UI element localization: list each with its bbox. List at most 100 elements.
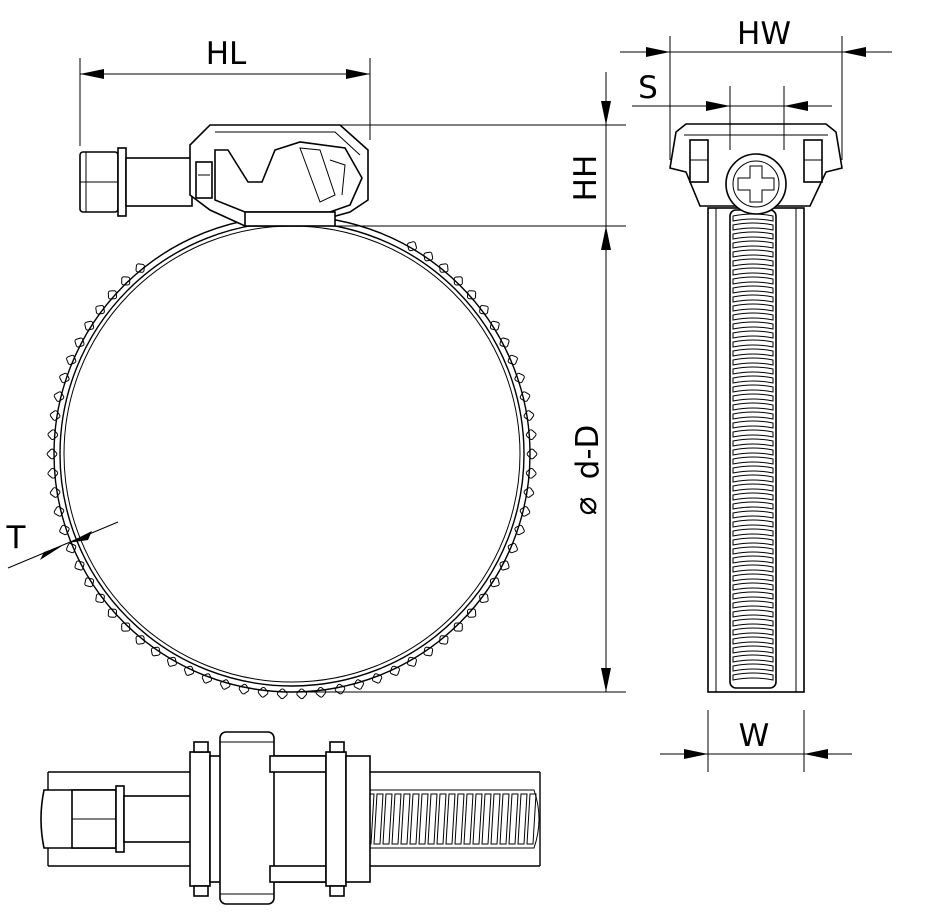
thread-rib [732,519,774,528]
thread-rib [732,420,774,429]
thread-rib [732,222,774,231]
serration-tooth [121,622,131,632]
serration-tooth [53,506,65,517]
serration-tooth [407,656,417,667]
thread-rib [732,627,774,636]
thread-rib [732,672,774,681]
thread-rib [732,411,774,420]
band-core [63,225,521,683]
thread-rib [454,793,465,845]
serration-tooth [121,276,131,286]
thread-rib [445,793,456,845]
band-serrations [46,241,538,700]
serration-tooth [49,410,61,421]
thread-rib [732,375,774,384]
thread-rib [732,636,774,645]
serration-tooth [439,263,449,273]
band-inner [59,221,525,687]
serration-tooth [407,241,417,252]
thread-rib [732,510,774,519]
thread-rib [732,276,774,285]
thread-rib [732,663,774,672]
thread-rib [732,438,774,447]
serration-tooth [453,622,463,632]
thread-rib [400,793,411,845]
thread-rib [732,330,774,339]
label-t: T [6,520,27,556]
thread-rib [732,474,774,483]
label-s: S [638,70,658,106]
serration-tooth [84,577,95,588]
serration-tooth [107,608,118,618]
serration-tooth [66,542,77,554]
thread-rib [732,384,774,393]
serration-tooth [523,487,535,498]
serration-tooth [167,656,177,667]
thread-rib [732,366,774,375]
serration-tooth [74,560,85,571]
thread-rib [463,793,474,845]
label-d: d-D [570,425,606,480]
serration-tooth [95,305,105,315]
serration-tooth [519,506,531,517]
thread-rib [732,609,774,618]
serration-tooth [489,577,500,588]
thread-rib [732,528,774,537]
serration-tooth [519,391,531,402]
thread-rib [732,240,774,249]
thread-rib [418,793,429,845]
thread-rib [732,600,774,609]
thread-rib [472,793,483,845]
screw-thread-bottom [346,789,540,849]
serration-tooth [53,391,65,402]
thread-rib [732,654,774,663]
serration-tooth [150,646,161,657]
serration-tooth [49,487,61,498]
thread-rib [526,793,537,845]
thread-rib [732,213,774,222]
thread-rib [481,793,492,845]
thread-rib [409,793,420,845]
thread-rib [499,793,510,845]
serration-tooth [389,665,400,676]
band-outer [53,215,531,693]
thread-rib [732,537,774,546]
thread-rib [732,465,774,474]
thread-rib [732,339,774,348]
label-hw: HW [737,16,791,52]
serration-tooth [47,429,59,441]
serration-tooth [46,448,58,460]
serration-tooth [489,320,500,331]
serration-tooth [466,290,477,300]
label-w: W [739,718,770,754]
thread-rib [732,231,774,240]
thread-rib [490,793,501,845]
serration-tooth [525,429,537,441]
thread-rib [732,447,774,456]
thread-rib [732,285,774,294]
serration-tooth [526,448,538,460]
thread-rib [517,793,528,845]
thread-rib [732,294,774,303]
serration-tooth [135,263,145,273]
thread-rib [732,564,774,573]
serration-tooth [453,276,463,286]
thread-rib [732,348,774,357]
thread-rib [732,546,774,555]
thread-rib [732,456,774,465]
serration-tooth [95,593,105,603]
serration-tooth [479,593,489,603]
thread-rib [436,793,447,845]
thread-rib [427,793,438,845]
thread-rib [732,483,774,492]
serration-tooth [276,688,288,700]
serration-tooth [507,542,518,554]
serration-tooth [296,688,308,700]
thread-rib [732,618,774,627]
thread-rib [732,258,774,267]
thread-rib [508,793,519,845]
thread-rib [732,402,774,411]
serration-tooth [257,686,269,698]
serration-tooth [74,337,85,348]
